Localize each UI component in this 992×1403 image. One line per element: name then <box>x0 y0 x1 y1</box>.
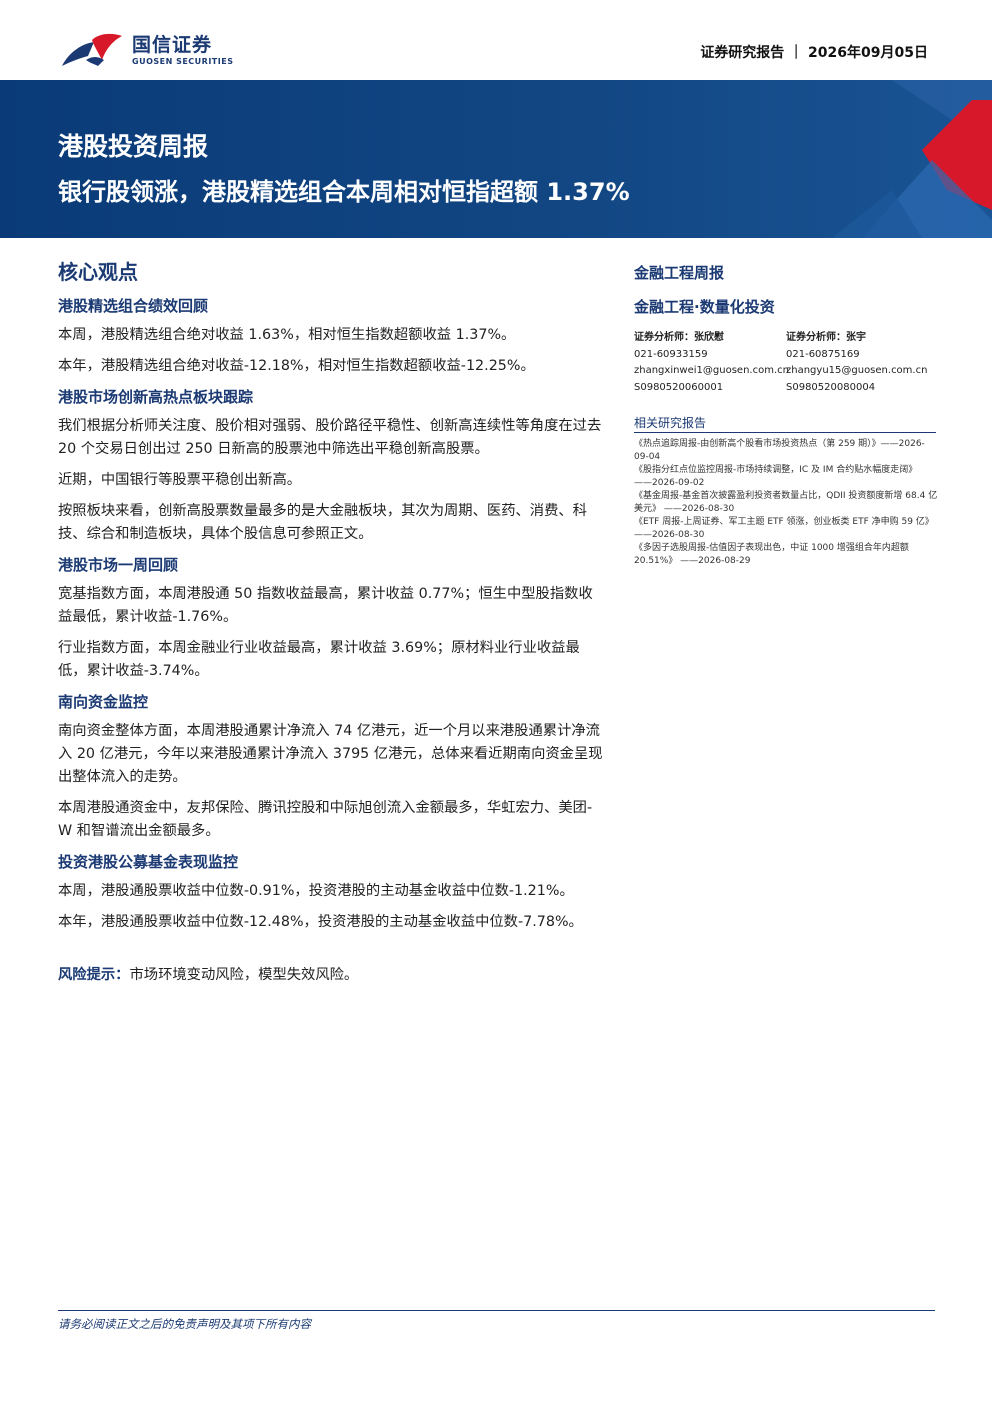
analyst-license: S0980520060001 <box>634 381 724 393</box>
related-report-link[interactable]: 《多因子选股周报-估值因子表现出色，中证 1000 增强组合年内超额 20.51… <box>634 543 909 566</box>
related-report-link[interactable]: 《ETF 周报-上周证券、军工主题 ETF 领涨，创业板类 ETF 净申购 59… <box>634 517 934 540</box>
related-reports-list: 《热点追踪周报-由创新高个股看市场投资热点（第 259 期）》——2026-09… <box>634 438 938 568</box>
analyst-phone: 021-60875169 <box>786 348 860 360</box>
core-views-column: 核心观点 港股精选组合绩效回顾 本周，港股精选组合绝对收益 1.63%，相对恒生… <box>58 256 603 987</box>
analyst-name: 证券分析师：张宇 <box>786 332 866 343</box>
report-type-date: 证券研究报告 ｜ 2026年09月05日 <box>700 45 928 61</box>
analyst-license: S0980520080004 <box>786 381 876 393</box>
paragraph: 宽基指数方面，本周港股通 50 指数收益最高，累计收益 0.77%；恒生中型股指… <box>58 586 593 625</box>
risk-warning: 风险提示：市场环境变动风险，模型失效风险。 <box>58 964 603 987</box>
section-title: 投资港股公募基金表现监控 <box>58 853 239 871</box>
analyst-email[interactable]: zhangxinwei1@guosen.com.cn <box>634 365 789 376</box>
paragraph: 南向资金整体方面，本周港股通累计净流入 74 亿港元，近一个月以来港股通累计净流… <box>58 723 603 785</box>
analyst-block: 证券分析师：张欣慰 021-60933159 zhangxinwei1@guos… <box>634 330 938 394</box>
paragraph: 本周，港股通股票收益中位数-0.91%，投资港股的主动基金收益中位数-1.21%… <box>58 883 574 899</box>
banner-decoration-icon <box>832 80 992 238</box>
section-fund-performance: 投资港股公募基金表现监控 本周，港股通股票收益中位数-0.91%，投资港股的主动… <box>58 851 603 934</box>
guosen-logo-icon <box>62 33 122 66</box>
section-southbound-funds: 南向资金监控 南向资金整体方面，本周港股通累计净流入 74 亿港元，近一个月以来… <box>58 691 603 843</box>
section-title: 港股精选组合绩效回顾 <box>58 297 209 315</box>
logo-chinese-name: 国信证券 <box>132 34 213 56</box>
section-title: 南向资金监控 <box>58 693 149 711</box>
related-report-link[interactable]: 《热点追踪周报-由创新高个股看市场投资热点（第 259 期）》——2026-09… <box>634 439 925 462</box>
paragraph: 本年，港股通股票收益中位数-12.48%，投资港股的主动基金收益中位数-7.78… <box>58 914 583 930</box>
related-reports-heading: 相关研究报告 <box>634 414 936 433</box>
section-title: 港股市场一周回顾 <box>58 556 179 574</box>
section-title: 港股市场创新高热点板块跟踪 <box>58 388 254 406</box>
report-title: 港股投资周报 <box>58 132 209 161</box>
report-subtitle: 银行股领涨，港股精选组合本周相对恒指超额 1.37% <box>58 178 630 206</box>
guosen-logo: 国信证券 GUOSEN SECURITIES <box>58 26 248 72</box>
section-weekly-review: 港股市场一周回顾 宽基指数方面，本周港股通 50 指数收益最高，累计收益 0.7… <box>58 554 603 683</box>
title-banner: 港股投资周报 银行股领涨，港股精选组合本周相对恒指超额 1.37% <box>0 80 992 238</box>
sidebar: 金融工程周报 金融工程·数量化投资 证券分析师：张欣慰 021-60933159… <box>634 262 938 568</box>
paragraph: 本年，港股精选组合绝对收益-12.18%，相对恒生指数超额收益-12.25%。 <box>58 358 535 374</box>
analyst-name: 证券分析师：张欣慰 <box>634 332 724 343</box>
report-subcategory: 金融工程·数量化投资 <box>634 298 775 316</box>
paragraph: 本周，港股精选组合绝对收益 1.63%，相对恒生指数超额收益 1.37%。 <box>58 327 516 343</box>
risk-label: 风险提示： <box>58 967 130 983</box>
logo-english-name: GUOSEN SECURITIES <box>132 57 234 66</box>
paragraph: 本周港股通资金中，友邦保险、腾讯控股和中际旭创流入金额最多，华虹宏力、美团-W … <box>58 800 593 839</box>
paragraph: 近期，中国银行等股票平稳创出新高。 <box>58 472 302 488</box>
analyst-email[interactable]: zhangyu15@guosen.com.cn <box>786 365 928 376</box>
section-new-high-tracking: 港股市场创新高热点板块跟踪 我们根据分析师关注度、股价相对强弱、股价路径平稳性、… <box>58 386 603 546</box>
paragraph: 我们根据分析师关注度、股价相对强弱、股价路径平稳性、创新高连续性等角度在过去 2… <box>58 418 602 457</box>
paragraph: 行业指数方面，本周金融业行业收益最高，累计收益 3.69%；原材料业行业收益最低… <box>58 640 580 679</box>
report-category: 金融工程周报 <box>634 264 725 282</box>
risk-text: 市场环境变动风险，模型失效风险。 <box>129 967 359 983</box>
paragraph: 按照板块来看，创新高股票数量最多的是大金融板块，其次为周期、医药、消费、科技、综… <box>58 503 587 542</box>
analyst-phone: 021-60933159 <box>634 348 708 360</box>
core-views-heading: 核心观点 <box>58 260 138 284</box>
related-report-link[interactable]: 《股指分红点位监控周报-市场持续调整，IC 及 IM 合约贴水幅度走阔》 ——2… <box>634 465 918 488</box>
analyst-card: 证券分析师：张欣慰 021-60933159 zhangxinwei1@guos… <box>634 330 789 396</box>
analyst-card: 证券分析师：张宇 021-60875169 zhangyu15@guosen.c… <box>786 330 927 396</box>
section-portfolio-performance: 港股精选组合绩效回顾 本周，港股精选组合绝对收益 1.63%，相对恒生指数超额收… <box>58 295 603 378</box>
footer-divider <box>58 1310 935 1311</box>
footer-disclaimer: 请务必阅读正文之后的免责声明及其项下所有内容 <box>58 1317 311 1331</box>
related-report-link[interactable]: 《基金周报-基金首次披露盈利投资者数量占比，QDII 投资额度新增 68.4 亿… <box>634 491 938 514</box>
